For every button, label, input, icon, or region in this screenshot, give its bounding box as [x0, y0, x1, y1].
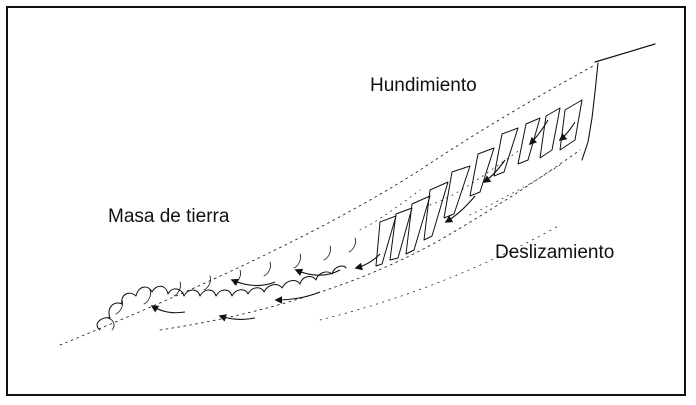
arrow-5 — [354, 253, 381, 271]
diagram-frame — [6, 6, 686, 396]
arrow-8 — [274, 291, 321, 304]
label-hundimiento: Hundimiento — [370, 75, 477, 96]
lower-dotted-line — [319, 224, 561, 321]
ground-surface-line — [59, 64, 596, 346]
arrow-9 — [150, 305, 186, 314]
debris-dots — [359, 149, 561, 231]
earth-mass-outline — [96, 265, 347, 331]
rotated-blocks — [375, 99, 583, 267]
slip-surface-line — [159, 149, 581, 331]
arrow-1 — [528, 119, 549, 146]
label-deslizamiento: Deslizamiento — [495, 242, 615, 263]
main-scarp — [581, 62, 599, 161]
arrow-6 — [294, 268, 341, 276]
upper-ground-line — [594, 43, 656, 63]
arrow-10 — [218, 314, 256, 322]
arrow-4 — [444, 195, 476, 223]
arrow-7 — [230, 278, 276, 287]
label-masa-de-tierra: Masa de tierra — [108, 206, 230, 227]
arrow-2 — [558, 121, 576, 141]
arrow-3 — [482, 159, 506, 183]
